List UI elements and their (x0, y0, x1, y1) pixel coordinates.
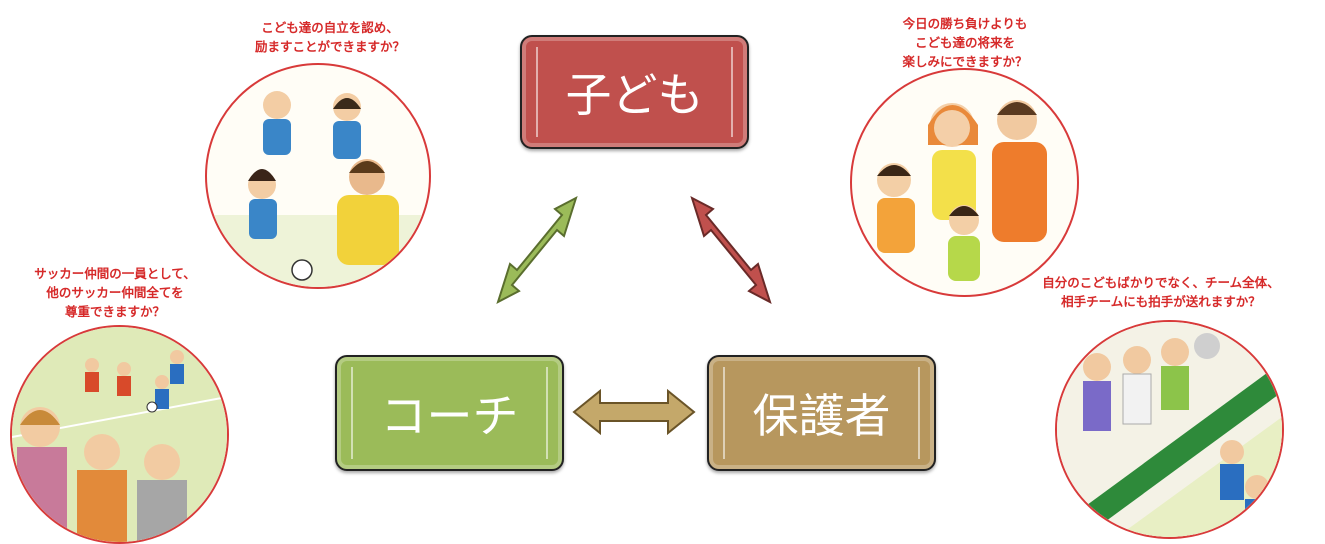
question-parent-future: 今日の勝ち負けよりも こども達の将来を 楽しみにできますか？ (902, 16, 1028, 69)
illustration-soccer-match (10, 325, 229, 544)
question-applaud-all: 自分のこどもばかりでなく、チーム全体、 相手チームにも拍手が送れますか？ (1042, 275, 1280, 309)
question-coach-independence: こども達の自立を認め、 励ますことができますか？ (254, 20, 405, 54)
question-respect-peers: サッカー仲間の一員として、 他のサッカー仲間全てを 尊重できますか？ (34, 266, 196, 319)
role-parent-box: 保護者 (707, 355, 936, 471)
double-arrow-shape (690, 195, 772, 305)
role-coach-box: コーチ (335, 355, 564, 471)
arrow-child-coach (496, 195, 578, 305)
arrow-coach-parent (572, 388, 696, 436)
illustration-children-playing (205, 63, 431, 289)
role-child-box: 子ども (520, 35, 749, 149)
illustration-spectators-applause (1055, 320, 1284, 539)
double-arrow-shape (572, 388, 696, 436)
double-arrow-shape (496, 195, 578, 305)
arrow-child-parent (690, 195, 772, 305)
illustration-family-cheering (850, 68, 1079, 297)
